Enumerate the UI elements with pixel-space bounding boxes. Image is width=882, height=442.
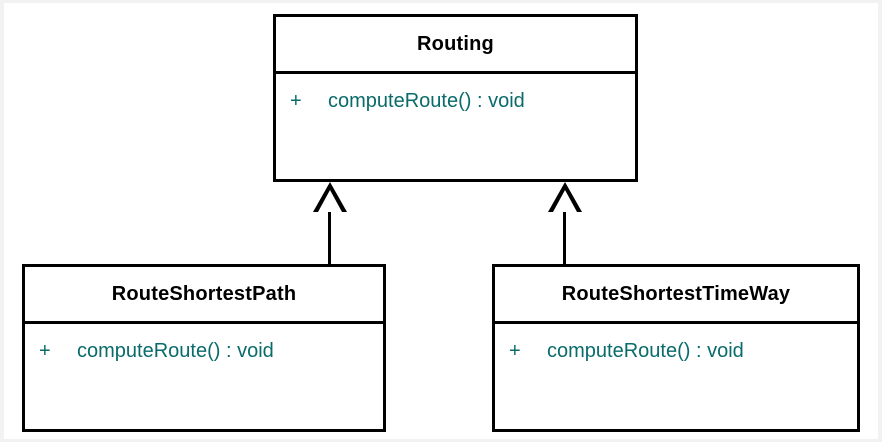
member-visibility-marker: + — [509, 339, 521, 362]
generalization-triangle-icon — [313, 182, 347, 212]
generalization-triangle-fill — [318, 190, 342, 212]
generalization-triangle-fill — [553, 190, 577, 212]
page-edge-right — [878, 0, 882, 442]
class-name-routing: Routing — [417, 32, 494, 55]
class-box-routing[interactable]: Routing + computeRoute() : void — [273, 14, 638, 182]
generalization-left — [313, 182, 347, 264]
generalization-right — [548, 182, 582, 264]
class-name-route-shortest-time-way: RouteShortestTimeWay — [561, 282, 791, 305]
page-edge-top — [0, 0, 882, 3]
class-box-route-shortest-path[interactable]: RouteShortestPath + computeRoute() : voi… — [22, 264, 386, 432]
generalization-line — [328, 212, 331, 264]
class-name-row-routing: Routing — [276, 17, 635, 74]
class-members-routing: + computeRoute() : void — [276, 74, 635, 179]
member-signature: computeRoute() : void — [77, 339, 274, 362]
member-signature: computeRoute() : void — [328, 89, 525, 112]
member-signature: computeRoute() : void — [547, 339, 744, 362]
member-visibility-marker: + — [290, 89, 302, 112]
class-members-route-shortest-path: + computeRoute() : void — [25, 324, 383, 429]
class-members-route-shortest-time-way: + computeRoute() : void — [495, 324, 857, 429]
class-name-row-route-shortest-time-way: RouteShortestTimeWay — [495, 267, 857, 324]
member-visibility-marker: + — [39, 339, 51, 362]
member-row: + computeRoute() : void — [25, 334, 383, 368]
page-edge-left — [0, 0, 4, 442]
member-row: + computeRoute() : void — [276, 84, 635, 118]
class-box-route-shortest-time-way[interactable]: RouteShortestTimeWay + computeRoute() : … — [492, 264, 860, 432]
generalization-line — [563, 212, 566, 264]
class-name-route-shortest-path: RouteShortestPath — [111, 282, 297, 305]
generalization-triangle-icon — [548, 182, 582, 212]
member-row: + computeRoute() : void — [495, 334, 857, 368]
class-name-row-route-shortest-path: RouteShortestPath — [25, 267, 383, 324]
